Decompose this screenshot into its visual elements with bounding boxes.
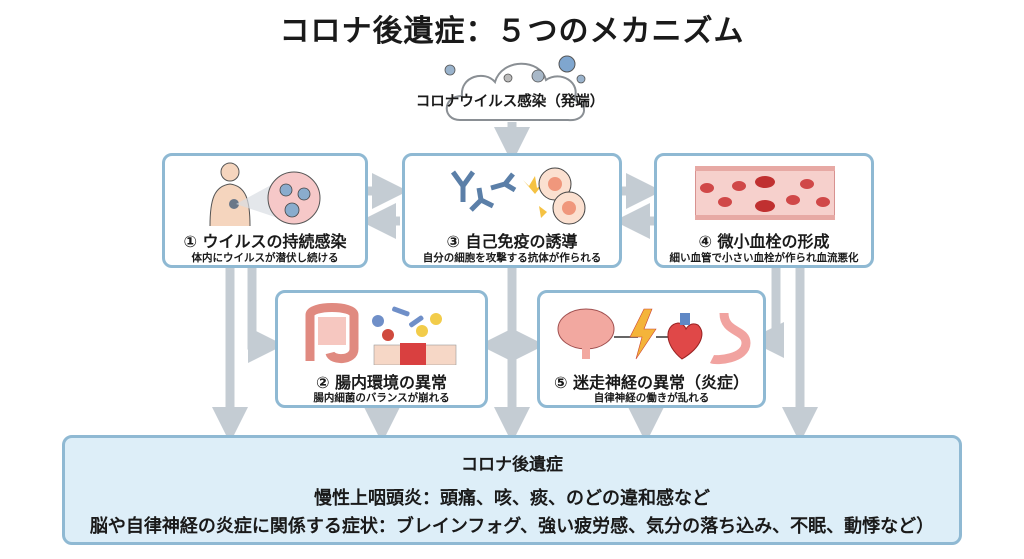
mechanism-card-1: ① ウイルスの持続感染 体内にウイルスが潜伏し続ける <box>162 153 368 268</box>
mechanism-title-2: ② 腸内環境の異常 <box>315 373 448 392</box>
mechanism-desc-4: 細い血管で小さい血栓が作られ血流悪化 <box>669 252 859 264</box>
virus-cloud-icon <box>444 55 586 122</box>
origin-label: コロナウイルス感染（発端） <box>415 94 605 110</box>
brain-heart-stomach-icon <box>557 308 751 365</box>
mechanism-card-2: ② 腸内環境の異常 腸内細菌のバランスが崩れる <box>275 290 488 408</box>
page-title: コロナ後遺症：５つのメカニズム <box>279 14 745 49</box>
mechanism-desc-5: 自律神経の働きが乱れる <box>593 392 710 404</box>
mechanism-card-5: ⑤ 迷走神経の異常（炎症） 自律神経の働きが乱れる <box>537 290 766 408</box>
mechanism-title-1: ① ウイルスの持続感染 <box>183 232 347 251</box>
antibody-cell-icon <box>450 167 586 225</box>
mechanism-title-4: ④ 微小血栓の形成 <box>698 232 830 251</box>
arrow-4-to-5 <box>748 268 784 358</box>
mechanism-card-3: ③ 自己免疫の誘導 自分の細胞を攻撃する抗体が作られる <box>402 153 622 268</box>
mechanism-desc-1: 体内にウイルスが潜伏し続ける <box>191 252 339 264</box>
mechanism-desc-3: 自分の細胞を攻撃する抗体が作られる <box>422 252 602 264</box>
mechanism-desc-2: 腸内細菌のバランスが崩れる <box>313 392 450 404</box>
intestine-bacteria-icon <box>305 303 457 365</box>
mechanism-title-3: ③ 自己免疫の誘導 <box>446 232 578 251</box>
mechanism-title-5: ⑤ 迷走神経の異常（炎症） <box>553 373 750 392</box>
outcome-panel: コロナ後遺症 慢性上咽頭炎：頭痛、咳、痰、のどの違和感など 脳や自律神経の炎症に… <box>62 435 962 545</box>
blood-vessel-clot-icon <box>695 166 835 220</box>
mechanism-card-4: ④ 微小血栓の形成 細い血管で小さい血栓が作られ血流悪化 <box>654 153 874 268</box>
outcome-symptoms-line-1: 慢性上咽頭炎：頭痛、咳、痰、のどの違和感など <box>314 488 710 509</box>
body-virus-icon <box>209 162 321 227</box>
outcome-symptoms-line-2: 脳や自律神経の炎症に関係する症状：ブレインフォグ、強い疲労感、気分の落ち込み、不… <box>89 516 935 537</box>
outcome-heading: コロナ後遺症 <box>461 455 563 475</box>
arrow-1-to-2 <box>247 268 284 363</box>
